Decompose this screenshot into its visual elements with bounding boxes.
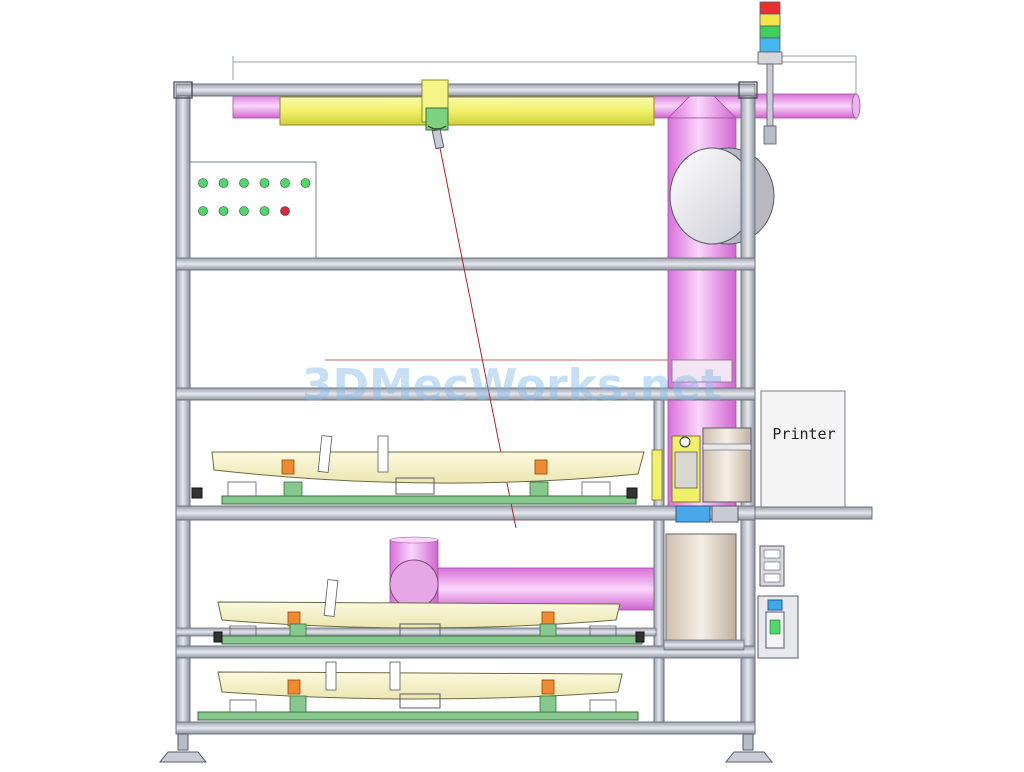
dimension-lines — [232, 55, 857, 361]
printer: Printer — [754, 390, 873, 520]
indicator-light-green — [239, 206, 249, 216]
collector-cylinder — [665, 533, 737, 643]
indicator-light-red — [280, 206, 290, 216]
damper-disc — [669, 147, 775, 245]
label-unit — [651, 427, 752, 523]
printer-label: Printer — [772, 425, 835, 443]
indicator-light-green — [198, 178, 208, 188]
indicator-light-green — [280, 178, 290, 188]
indicator-lights — [198, 178, 311, 216]
fixture-upper — [191, 435, 645, 505]
control-panel — [189, 161, 317, 259]
indicator-light-green — [300, 178, 311, 188]
indicator-light-green — [198, 206, 208, 216]
linear-actuator — [279, 79, 655, 150]
indicator-light-green — [259, 178, 270, 188]
indicator-light-green — [239, 178, 249, 188]
leveling-feet — [158, 733, 774, 763]
exhaust-duct-lower — [389, 536, 663, 611]
watermark-text: 3DMecWorks.net — [302, 360, 722, 411]
indicator-light-green — [259, 206, 270, 216]
fixture-middle — [213, 579, 645, 645]
aluminum-frame — [173, 81, 758, 735]
pneumatic-valves — [757, 545, 799, 659]
signal-tower — [757, 1, 783, 145]
fixture-lower — [197, 661, 639, 721]
indicator-light-green — [218, 178, 229, 188]
indicator-light-green — [218, 206, 229, 216]
